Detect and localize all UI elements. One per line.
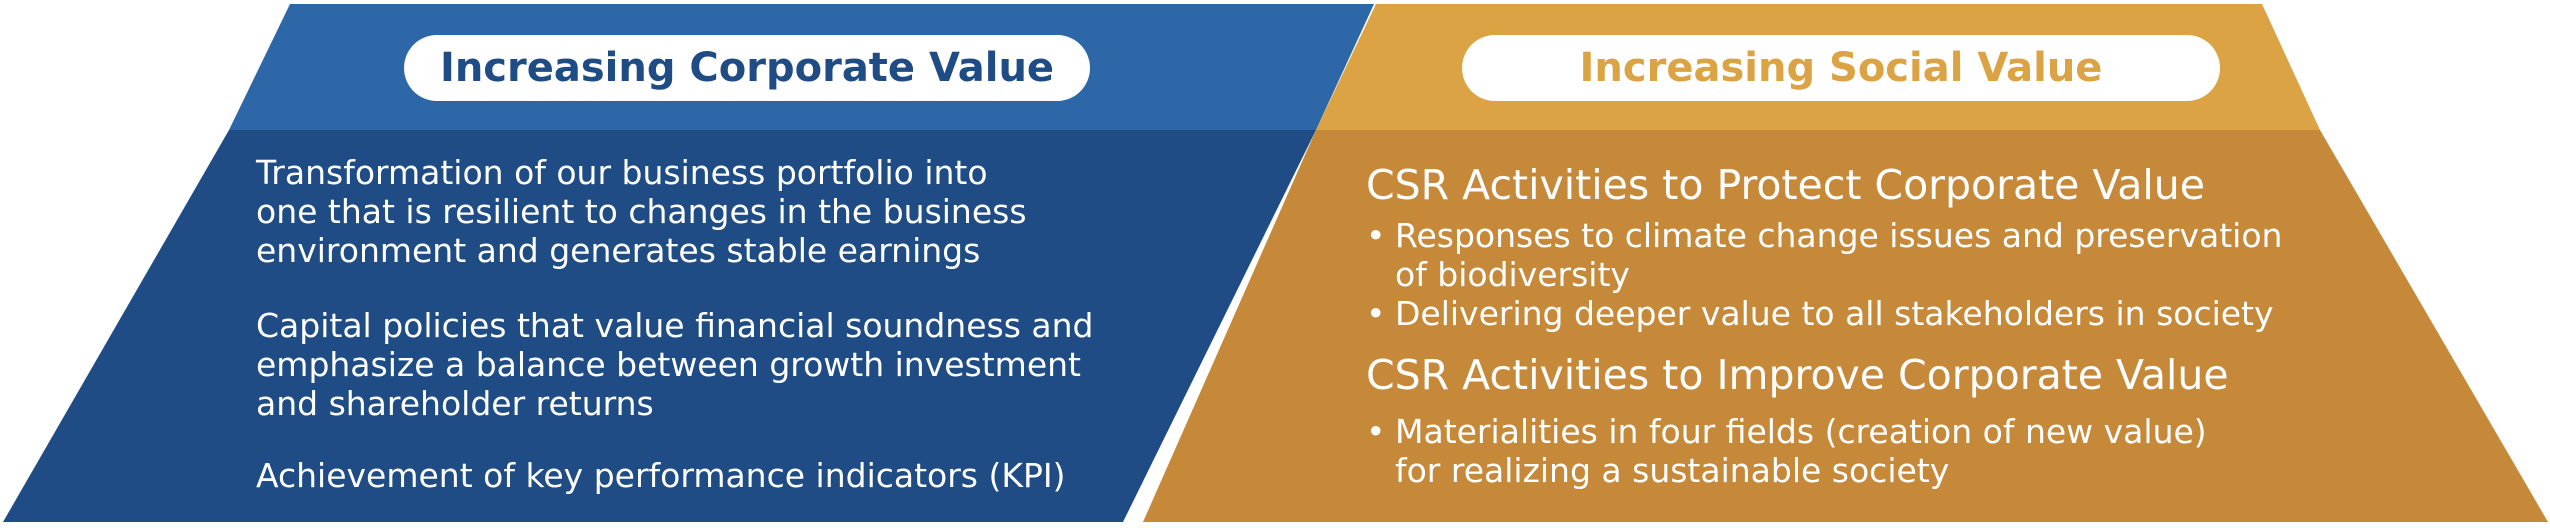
text-line: one that is resilient to changes in the … — [256, 192, 1027, 231]
text-line: Materialities in four fields (creation o… — [1395, 412, 2207, 451]
csr-protect-list: • Responses to climate change issues and… — [1366, 216, 2282, 333]
text-line: Transformation of our business portfolio… — [256, 153, 988, 192]
corporate-value-heading-text: Increasing Corporate Value — [439, 45, 1055, 91]
csr-improve-list: • Materialities in four fields (creation… — [1366, 412, 2207, 490]
bullet-icon: • — [1366, 412, 1386, 451]
social-value-heading-text: Increasing Social Value — [1579, 45, 2103, 91]
corporate-value-heading: Increasing Corporate Value — [404, 35, 1090, 101]
social-value-heading: Increasing Social Value — [1462, 35, 2220, 101]
text-line: of biodiversity — [1395, 255, 1630, 294]
social-value-body-panel — [1143, 130, 2548, 522]
text-line: for realizing a sustainable society — [1395, 451, 1950, 490]
csr-improve-heading: CSR Activities to Improve Corporate Valu… — [1366, 351, 2229, 399]
kpi-text: Achievement of key performance indicator… — [256, 456, 1066, 495]
text-line: Capital policies that value financial so… — [256, 306, 1094, 345]
corporate-value-body-panel — [3, 130, 1316, 522]
capital-policies-text: Capital policies that value financial so… — [256, 306, 1093, 423]
text-line: Achievement of key performance indicator… — [256, 456, 1066, 495]
text-line: Delivering deeper value to all stakehold… — [1395, 294, 2274, 333]
bullet-icon: • — [1366, 216, 1386, 255]
portfolio-transformation-text: Transformation of our business portfolio… — [256, 153, 1027, 270]
text-line: environment and generates stable earning… — [256, 231, 981, 270]
list-item: • Materialities in four fields (creation… — [1366, 412, 2207, 490]
list-item: • Responses to climate change issues and… — [1366, 216, 2282, 294]
bullet-icon: • — [1366, 294, 1386, 333]
text-line: Responses to climate change issues and p… — [1395, 216, 2283, 255]
list-item: • Delivering deeper value to all stakeho… — [1366, 294, 2282, 333]
csr-protect-heading: CSR Activities to Protect Corporate Valu… — [1366, 161, 2206, 209]
text-line: and shareholder returns — [256, 384, 654, 423]
text-line: emphasize a balance between growth inves… — [256, 345, 1081, 384]
